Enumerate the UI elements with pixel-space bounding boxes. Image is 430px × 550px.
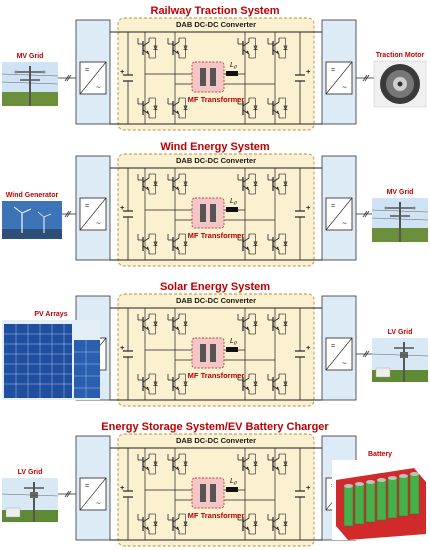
right-load-label: Traction Motor	[376, 52, 425, 59]
mf-transformer-label: MF Transformer	[188, 511, 245, 520]
phase-mark	[364, 74, 370, 82]
mf-transformer-box	[191, 61, 225, 93]
leakage-inductor	[226, 207, 238, 212]
dab-converter-label: DAB DC-DC Converter	[176, 20, 256, 29]
section-title: Solar Energy System	[160, 281, 270, 293]
dab-converter-label: DAB DC-DC Converter	[176, 436, 256, 445]
transformer-winding-secondary	[210, 68, 216, 86]
capacitor-polarity: +	[120, 67, 125, 76]
inductor-label: Lσ	[230, 478, 238, 487]
capacitor-polarity: +	[306, 67, 311, 76]
wind-turbine-photo	[1, 200, 63, 240]
solar-panel-photo	[1, 319, 101, 401]
inductor-subscript: σ	[234, 481, 238, 487]
dab-converter-label: DAB DC-DC Converter	[176, 156, 256, 165]
transformer-winding-primary	[200, 484, 206, 502]
left-converter-symbol	[79, 477, 107, 511]
section-title: Wind Energy System	[160, 141, 270, 153]
motor-photo	[373, 60, 427, 108]
inductor-label: Lσ	[230, 62, 238, 71]
transformer-winding-primary	[200, 68, 206, 86]
section-title: Railway Traction System	[151, 5, 280, 17]
transformer-winding-secondary	[210, 344, 216, 362]
phase-mark	[66, 210, 72, 218]
leakage-inductor	[226, 71, 238, 76]
transformer-winding-secondary	[210, 484, 216, 502]
right-load-label: LV Grid	[388, 329, 413, 336]
phase-mark	[364, 210, 370, 218]
capacitor-polarity: +	[120, 483, 125, 492]
mf-transformer-box	[191, 337, 225, 369]
section-title: Energy Storage System/EV Battery Charger	[101, 421, 329, 433]
leakage-inductor	[226, 347, 238, 352]
section-4: Energy Storage System/EV Battery Charger…	[1, 421, 429, 547]
right-converter-symbol	[325, 197, 353, 231]
capacitor-polarity: +	[306, 483, 311, 492]
mf-transformer-label: MF Transformer	[188, 231, 245, 240]
lv-pole-photo	[371, 337, 429, 383]
right-load-label: Battery	[368, 451, 392, 458]
left-source-label: Wind Generator	[6, 192, 59, 199]
battery-pack-photo	[331, 459, 429, 541]
mf-transformer-box	[191, 477, 225, 509]
phase-mark	[362, 350, 368, 358]
dab-converter-label: DAB DC-DC Converter	[176, 296, 256, 305]
inductor-subscript: σ	[234, 341, 238, 347]
mf-transformer-box	[191, 197, 225, 229]
transformer-winding-secondary	[210, 204, 216, 222]
left-converter-symbol	[79, 61, 107, 95]
lv-pole-photo	[1, 477, 59, 523]
phase-mark	[362, 210, 368, 218]
transformer-winding-primary	[200, 344, 206, 362]
inductor-subscript: σ	[234, 201, 238, 207]
right-load-label: MV Grid	[387, 189, 414, 196]
phase-mark	[64, 210, 70, 218]
inductor-subscript: σ	[234, 65, 238, 71]
capacitor-polarity: +	[306, 343, 311, 352]
phase-mark	[66, 74, 72, 82]
right-converter-symbol	[325, 61, 353, 95]
power-pole-photo	[371, 197, 429, 243]
inductor-label: Lσ	[230, 198, 238, 207]
left-source-label: MV Grid	[17, 53, 44, 60]
left-source-label: PV Arrays	[34, 311, 67, 318]
power-pole-photo	[1, 61, 59, 107]
phase-mark	[362, 74, 368, 82]
capacitor-polarity: +	[306, 203, 311, 212]
capacitor-polarity: +	[120, 203, 125, 212]
left-converter-symbol	[79, 197, 107, 231]
left-source-label: LV Grid	[18, 469, 43, 476]
mf-transformer-label: MF Transformer	[188, 371, 245, 380]
inductor-label: Lσ	[230, 338, 238, 347]
capacitor-polarity: +	[120, 343, 125, 352]
phase-mark	[66, 490, 72, 498]
leakage-inductor	[226, 487, 238, 492]
phase-mark	[64, 490, 70, 498]
phase-mark	[364, 350, 370, 358]
right-converter-symbol	[325, 337, 353, 371]
phase-mark	[64, 74, 70, 82]
transformer-winding-primary	[200, 204, 206, 222]
mf-transformer-label: MF Transformer	[188, 95, 245, 104]
